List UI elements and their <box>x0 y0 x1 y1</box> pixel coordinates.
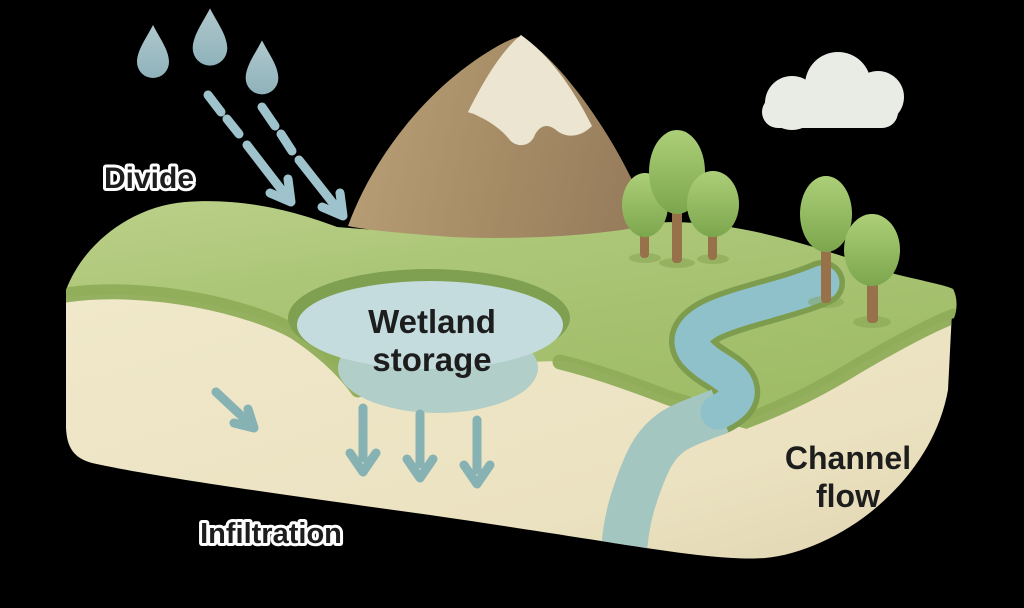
rain-arrow-icon <box>203 90 296 207</box>
tree <box>800 176 852 308</box>
tree-canopy <box>687 171 739 237</box>
infiltration-arrows <box>211 387 495 489</box>
infiltration-arrow-icon <box>459 415 495 489</box>
tree-trunk <box>867 280 878 323</box>
arrow-shaft <box>211 387 252 426</box>
rain-arrows <box>203 90 348 221</box>
cloud-icon <box>762 52 904 130</box>
arrow-head <box>229 404 259 433</box>
infiltration-label: Infiltration <box>200 518 342 550</box>
raindrop-icon <box>245 40 279 95</box>
divide-label: Divide <box>104 162 194 195</box>
tree-trunk <box>821 248 831 303</box>
raindrops <box>137 8 279 95</box>
channel-flow-label-line1: Channel <box>785 440 911 476</box>
arrow-dash <box>257 102 280 131</box>
infiltration-arrow-icon <box>211 387 259 433</box>
tree-canopy <box>844 214 900 286</box>
channel-flow-label-line2: flow <box>816 478 880 514</box>
infiltration-arrow-icon <box>345 403 381 477</box>
trees <box>622 130 900 328</box>
pond-water <box>297 281 563 369</box>
arrow-dash <box>276 129 297 156</box>
mountain <box>348 36 656 238</box>
arrow-head <box>459 460 495 489</box>
arrow-head <box>317 188 348 221</box>
raindrop-icon <box>192 8 228 66</box>
tree-trunk <box>672 205 682 263</box>
river-channel-face <box>601 389 729 554</box>
tree-canopy <box>800 176 852 252</box>
tree <box>844 214 900 328</box>
tree <box>687 171 739 264</box>
snow-cap <box>468 35 592 146</box>
arrow-dash <box>222 114 244 139</box>
arrow-shaft <box>294 155 341 212</box>
arrow-head <box>402 454 438 483</box>
river-channel-top <box>674 265 840 430</box>
wetland-pond <box>288 269 570 413</box>
arrow-shaft <box>242 140 289 198</box>
wetland-storage-label-line2: storage <box>372 341 491 378</box>
infiltration-arrow-icon <box>402 409 438 483</box>
arrow-head <box>265 174 296 207</box>
arrow-dash <box>203 90 226 117</box>
cloud-base <box>762 96 898 128</box>
arrow-head <box>345 448 381 477</box>
rain-arrow-icon <box>257 102 348 221</box>
raindrop-icon <box>137 25 169 78</box>
river <box>601 260 845 554</box>
wetland-storage-label-line1: Wetland <box>368 303 496 340</box>
